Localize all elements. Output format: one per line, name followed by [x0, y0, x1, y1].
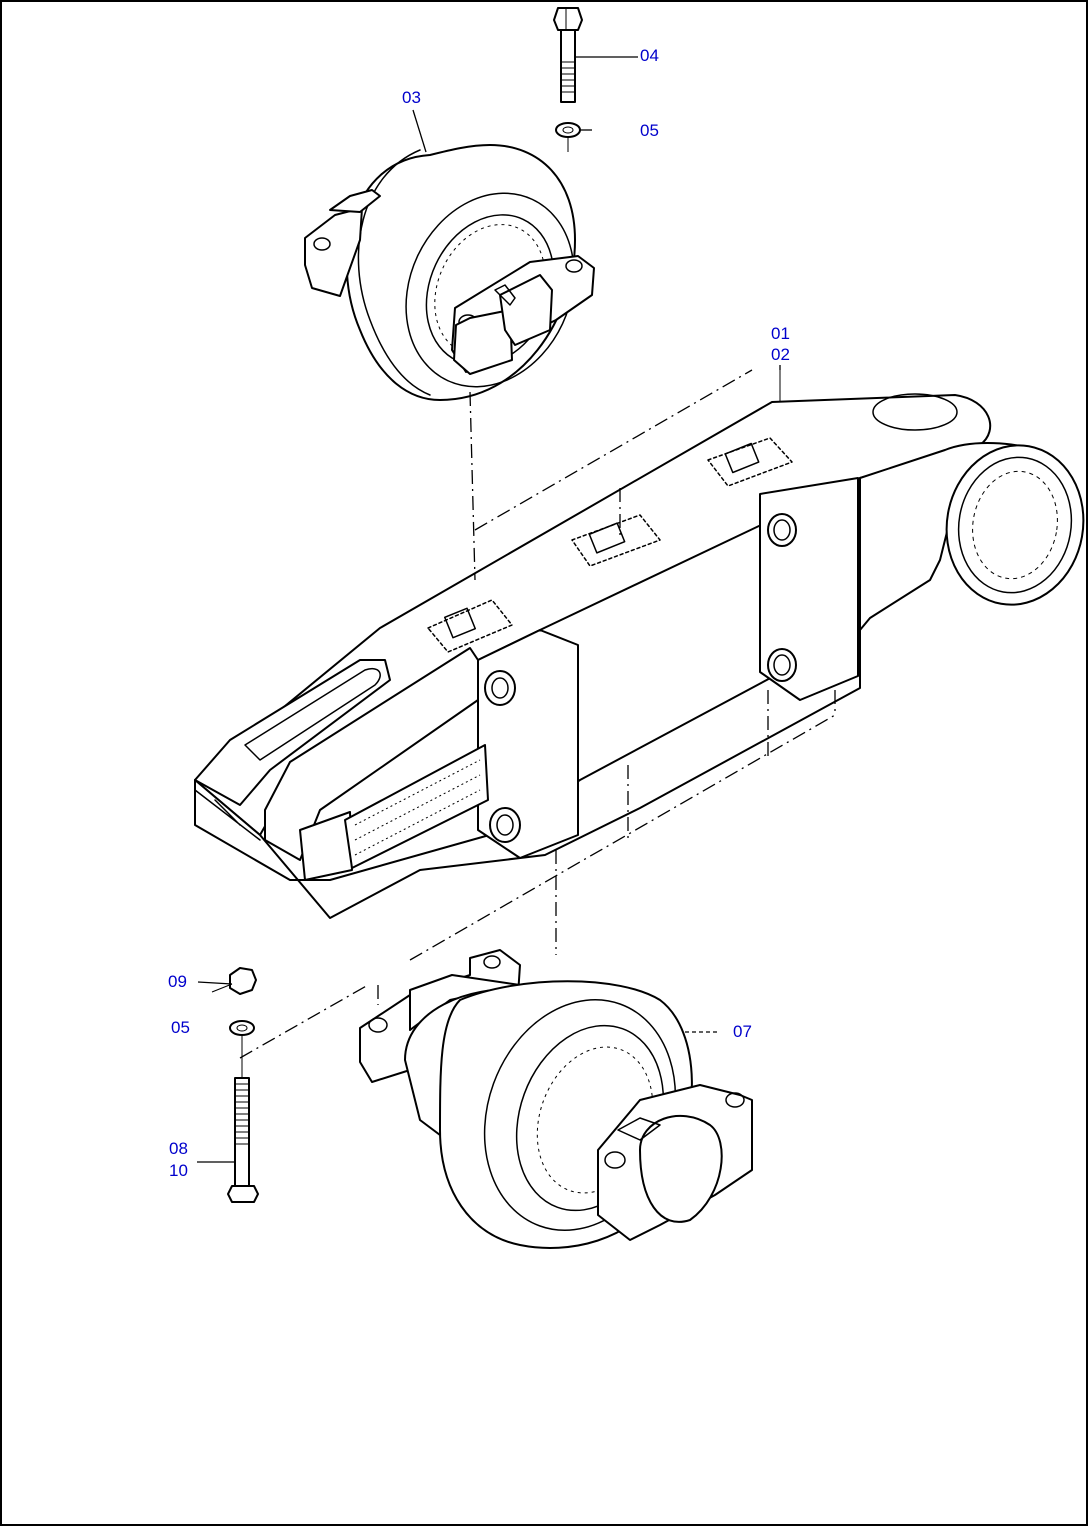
- callout-08-label: 08: [169, 1139, 188, 1158]
- bolt-top-part: [553, 7, 583, 103]
- callout-05-top-label: 05: [640, 121, 659, 140]
- washer-top-part: [555, 122, 581, 152]
- upper-roller-part: [304, 144, 595, 401]
- bolt-bottom-part: [211, 967, 259, 1203]
- callout-04-label: 04: [640, 46, 659, 65]
- callout-09-label: 09: [168, 972, 187, 991]
- track-frame-part: [194, 365, 1085, 919]
- callout-03-label: 03: [402, 88, 421, 107]
- callout-10-label: 10: [169, 1161, 188, 1180]
- callout-01-label: 01: [771, 324, 790, 343]
- callout-05-bottom-label: 05: [171, 1018, 190, 1037]
- assembly-center-lines: [239, 369, 836, 1059]
- callout-07-label: 07: [733, 1022, 752, 1041]
- callout-leader-lines: [197, 56, 781, 1163]
- callout-labels: 04 05 03 01 02 09 05 07 08 10: [168, 46, 790, 1180]
- callout-02-label: 02: [771, 345, 790, 364]
- lower-roller-part: [359, 949, 753, 1249]
